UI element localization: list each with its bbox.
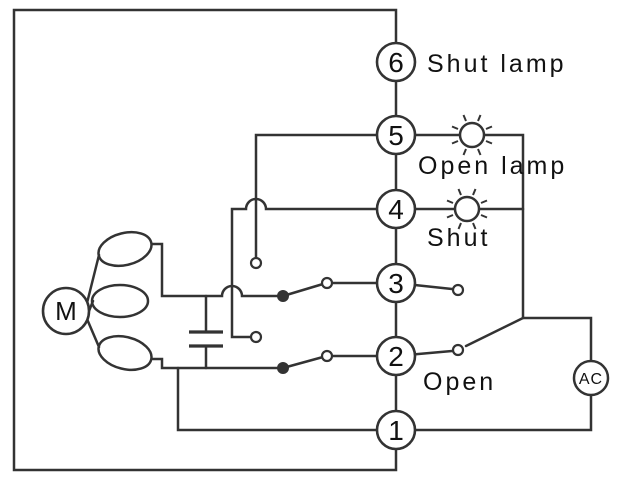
terminal-6: 6	[375, 41, 417, 83]
junction-dot-icon	[277, 290, 289, 302]
switch-arm-external	[464, 316, 525, 348]
shut-lamp-icon	[446, 188, 488, 230]
wire-terminal5-internal	[254, 133, 398, 260]
motor-icon: M	[41, 286, 91, 336]
terminal-number: 2	[388, 341, 404, 372]
switch-contact-icon	[320, 276, 334, 290]
switch-contact-icon	[451, 283, 465, 297]
terminal-2: 2	[375, 335, 417, 377]
open-lamp-icon	[451, 114, 493, 156]
winding-loop-bottom	[97, 334, 153, 372]
wire-motor-winding-top	[85, 253, 101, 305]
terminal-number: 4	[388, 194, 404, 225]
wire-terminal4-internal	[230, 197, 398, 339]
junction-dots	[277, 290, 289, 374]
enclosure-outline	[12, 8, 398, 472]
label-shut: Shut	[427, 224, 490, 252]
motor-winding-icon	[90, 230, 153, 372]
switch-arms	[281, 282, 525, 370]
switch-contact-icon	[249, 256, 263, 270]
switch-contacts	[249, 256, 465, 363]
wire-motor-winding-bottom	[85, 317, 101, 349]
junction-dot-icon	[277, 362, 289, 374]
switch-arm-b	[281, 355, 325, 370]
label-open: Open	[423, 368, 496, 396]
ac-source-label: AC	[579, 371, 603, 388]
terminal-4: 4	[375, 188, 417, 230]
terminal-number: 1	[388, 415, 404, 446]
winding-loop-middle	[90, 283, 150, 319]
capacitor-icon	[189, 330, 223, 348]
motor-label: M	[55, 296, 77, 326]
wire-switch-a-common	[151, 242, 285, 298]
wire-switch-b-common	[151, 357, 285, 370]
terminal-3: 3	[375, 262, 417, 304]
wires	[12, 8, 593, 472]
terminal-1: 1	[375, 409, 417, 451]
label-open-lamp: Open lamp	[418, 152, 567, 180]
terminal-number: 5	[388, 120, 404, 151]
wire-terminal1-to-ac	[394, 393, 593, 432]
terminal-number: 6	[388, 47, 404, 78]
terminal-strip: 6 5 4 3 2 1	[375, 41, 417, 451]
switch-contact-icon	[451, 343, 465, 357]
ac-source-icon: AC	[572, 359, 610, 397]
switch-contact-icon	[320, 349, 334, 363]
winding-loop-top	[97, 230, 153, 268]
wire-terminal1-internal	[176, 366, 398, 432]
terminal-5: 5	[375, 114, 417, 156]
switch-contact-icon	[249, 330, 263, 344]
switch-arm-a	[281, 282, 325, 298]
terminal-number: 3	[388, 268, 404, 299]
label-shut-lamp: Shut lamp	[427, 50, 567, 78]
